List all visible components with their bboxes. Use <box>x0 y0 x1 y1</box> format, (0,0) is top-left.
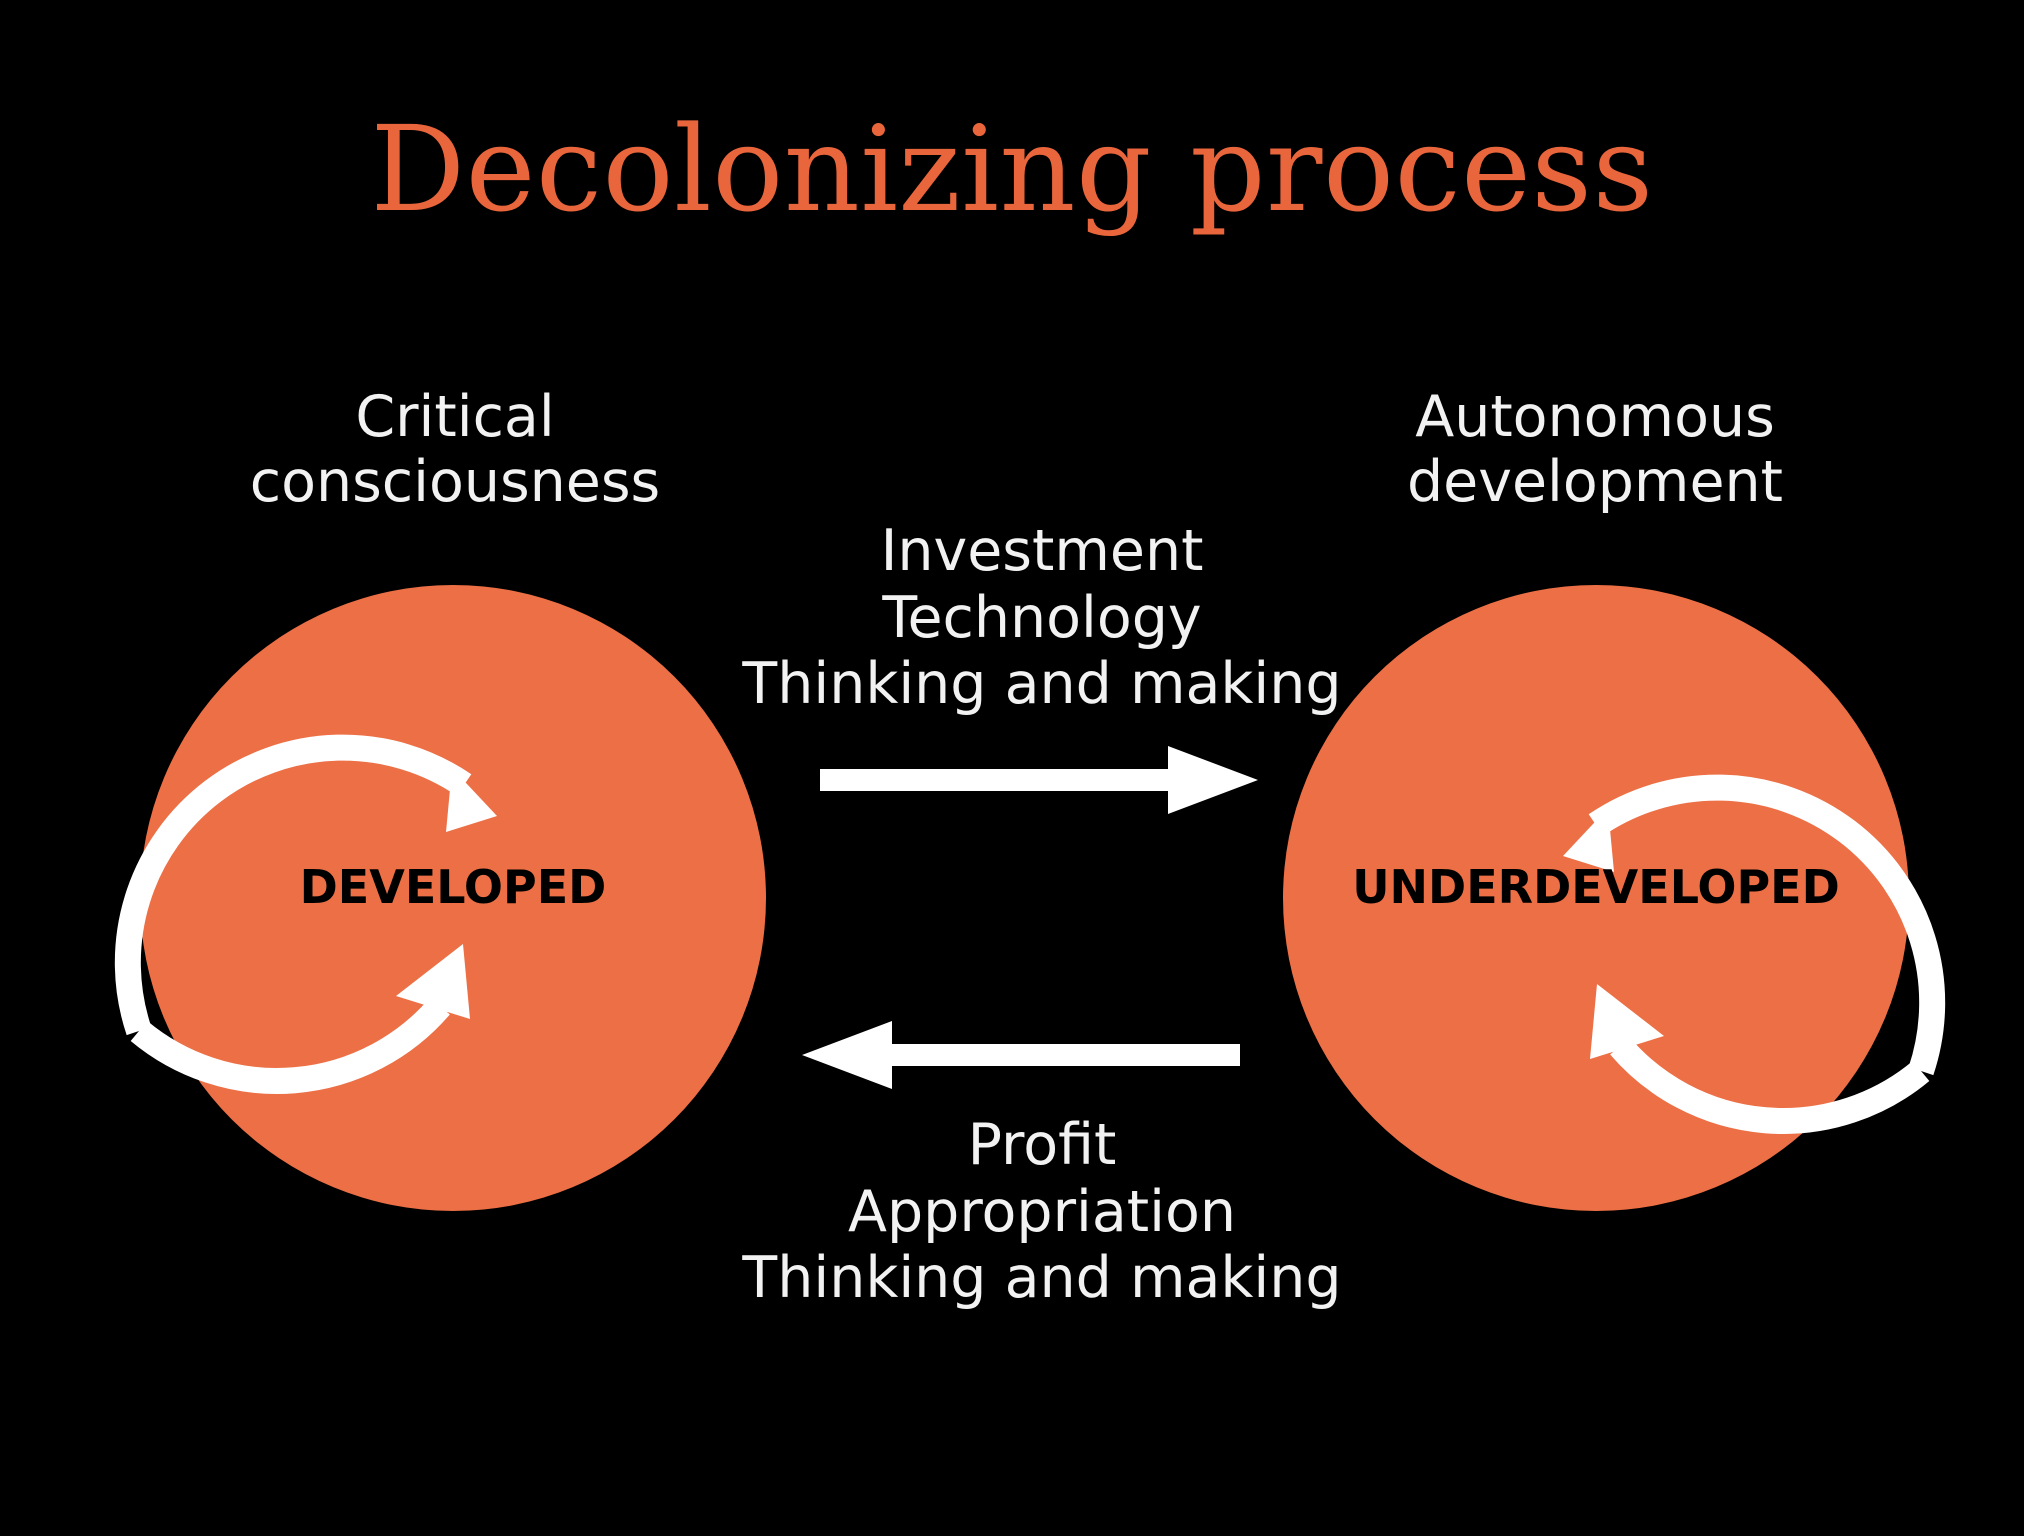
arrow-left-icon <box>802 1021 1240 1089</box>
node-label-underdeveloped: UNDERDEVELOPED <box>1352 860 1840 914</box>
caption-autonomous-development: Autonomous development <box>1406 384 1783 515</box>
caption-critical-consciousness: Critical consciousness <box>249 384 661 515</box>
caption-flow-outbound: Investment Technology Thinking and makin… <box>742 518 1342 718</box>
node-label-developed: DEVELOPED <box>299 860 607 914</box>
caption-flow-inbound: Profit Appropriation Thinking and making <box>742 1112 1342 1312</box>
page-title: Decolonizing process <box>370 100 1654 238</box>
arrow-right-icon <box>820 746 1258 814</box>
